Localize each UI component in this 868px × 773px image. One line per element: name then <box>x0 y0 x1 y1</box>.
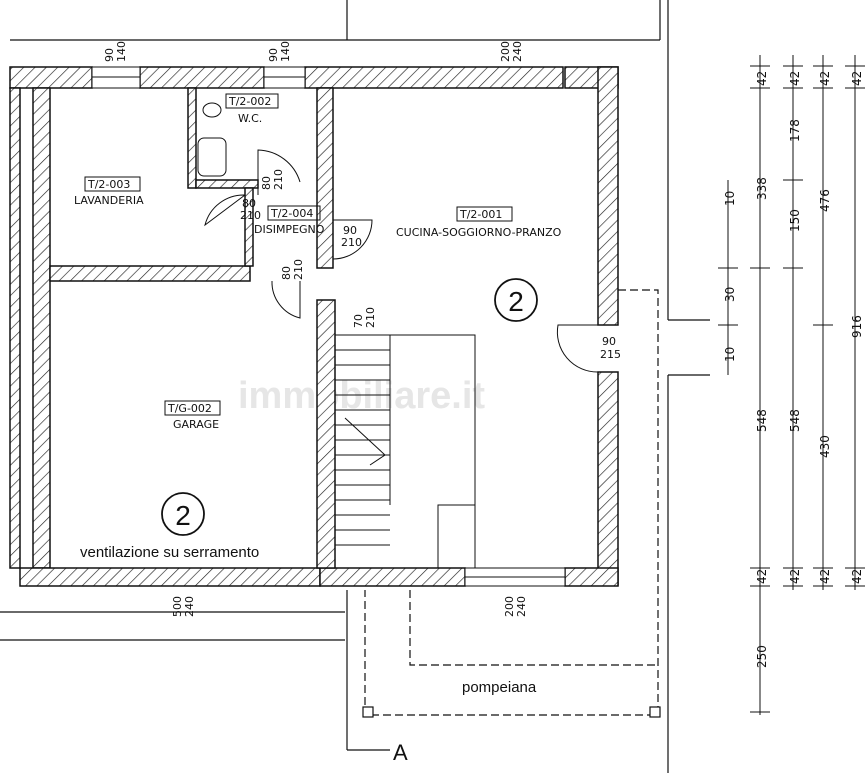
dimension-label: 42 <box>850 71 864 86</box>
dimension-label: 42 <box>818 569 832 584</box>
section-marker: A <box>393 740 408 765</box>
pergola-post <box>362 706 374 718</box>
room-name-lavanderia: LAVANDERIA <box>74 194 144 207</box>
room-code-wc: T/2-002 <box>228 95 271 108</box>
dimension-label: 338 <box>755 177 769 200</box>
opening-label: 70 <box>352 314 365 328</box>
room-code-garage: T/G-002 <box>167 402 212 415</box>
opening-label: 200 <box>499 41 512 62</box>
room-code-cucina: T/2-001 <box>459 208 502 221</box>
dimension-label: 42 <box>850 569 864 584</box>
windows <box>91 66 566 587</box>
walls <box>9 66 619 587</box>
opening-label: 240 <box>511 41 524 62</box>
zone-marker-cucina: 2 <box>508 286 524 317</box>
pergola-post <box>649 706 661 718</box>
dimension-label: 42 <box>755 569 769 584</box>
opening-label: 210 <box>240 209 261 222</box>
ventilation-note: ventilazione su serramento <box>80 544 259 561</box>
opening-label: 80 <box>280 266 293 280</box>
pergola-label: pompeiana <box>462 679 537 696</box>
door-swings <box>197 102 599 373</box>
dimension-label: 42 <box>788 71 802 86</box>
dimension-label: 548 <box>755 409 769 432</box>
room-code-lavanderia: T/2-003 <box>87 178 130 191</box>
opening-label: 500 <box>171 596 184 617</box>
room-name-cucina: CUCINA-SOGGIORNO-PRANZO <box>396 226 562 239</box>
dimension-label: 548 <box>788 409 802 432</box>
opening-label: 240 <box>183 596 196 617</box>
opening-label: 240 <box>515 596 528 617</box>
opening-label: 90 <box>103 48 116 62</box>
zone-marker-garage: 2 <box>175 500 191 531</box>
dimension-label: 42 <box>755 71 769 86</box>
zone-marker-circle <box>161 492 205 536</box>
room-name-disimpegno: DISIMPEGNO <box>254 223 325 236</box>
room-name-garage: GARAGE <box>173 418 219 431</box>
opening-label: 80 <box>260 176 273 190</box>
opening-label: 200 <box>503 596 516 617</box>
opening-label: 90 <box>267 48 280 62</box>
watermark: immobiliare.it <box>238 375 485 417</box>
opening-label: 210 <box>341 236 362 249</box>
room-code-disimpegno: T/2-004 <box>270 207 313 220</box>
opening-label: 90 <box>602 335 616 348</box>
opening-label: 215 <box>600 348 621 361</box>
staircase <box>334 334 476 569</box>
opening-label: 210 <box>364 307 377 328</box>
dimension-label: 476 <box>818 189 832 212</box>
dimension-label: 150 <box>788 209 802 232</box>
opening-label: 90 <box>343 224 357 237</box>
dimension-label: 30 <box>723 287 737 302</box>
outline-lines <box>0 0 710 773</box>
zone-marker-circle <box>494 278 538 322</box>
room-name-wc: W.C. <box>238 112 262 125</box>
dimension-label: 10 <box>723 347 737 362</box>
opening-label: 140 <box>279 41 292 62</box>
dimension-label: 916 <box>850 315 864 338</box>
dimension-label: 178 <box>788 119 802 142</box>
dimension-label: 10 <box>723 191 737 206</box>
dimension-label: 42 <box>818 71 832 86</box>
dimension-label: 430 <box>818 435 832 458</box>
dimension-label: 250 <box>755 645 769 668</box>
opening-label: 80 <box>242 197 256 210</box>
dimension-lines <box>718 55 865 715</box>
opening-label: 140 <box>115 41 128 62</box>
pergola-outline <box>364 289 659 716</box>
opening-label: 210 <box>272 169 285 190</box>
opening-label: 210 <box>292 259 305 280</box>
dimension-label: 42 <box>788 569 802 584</box>
